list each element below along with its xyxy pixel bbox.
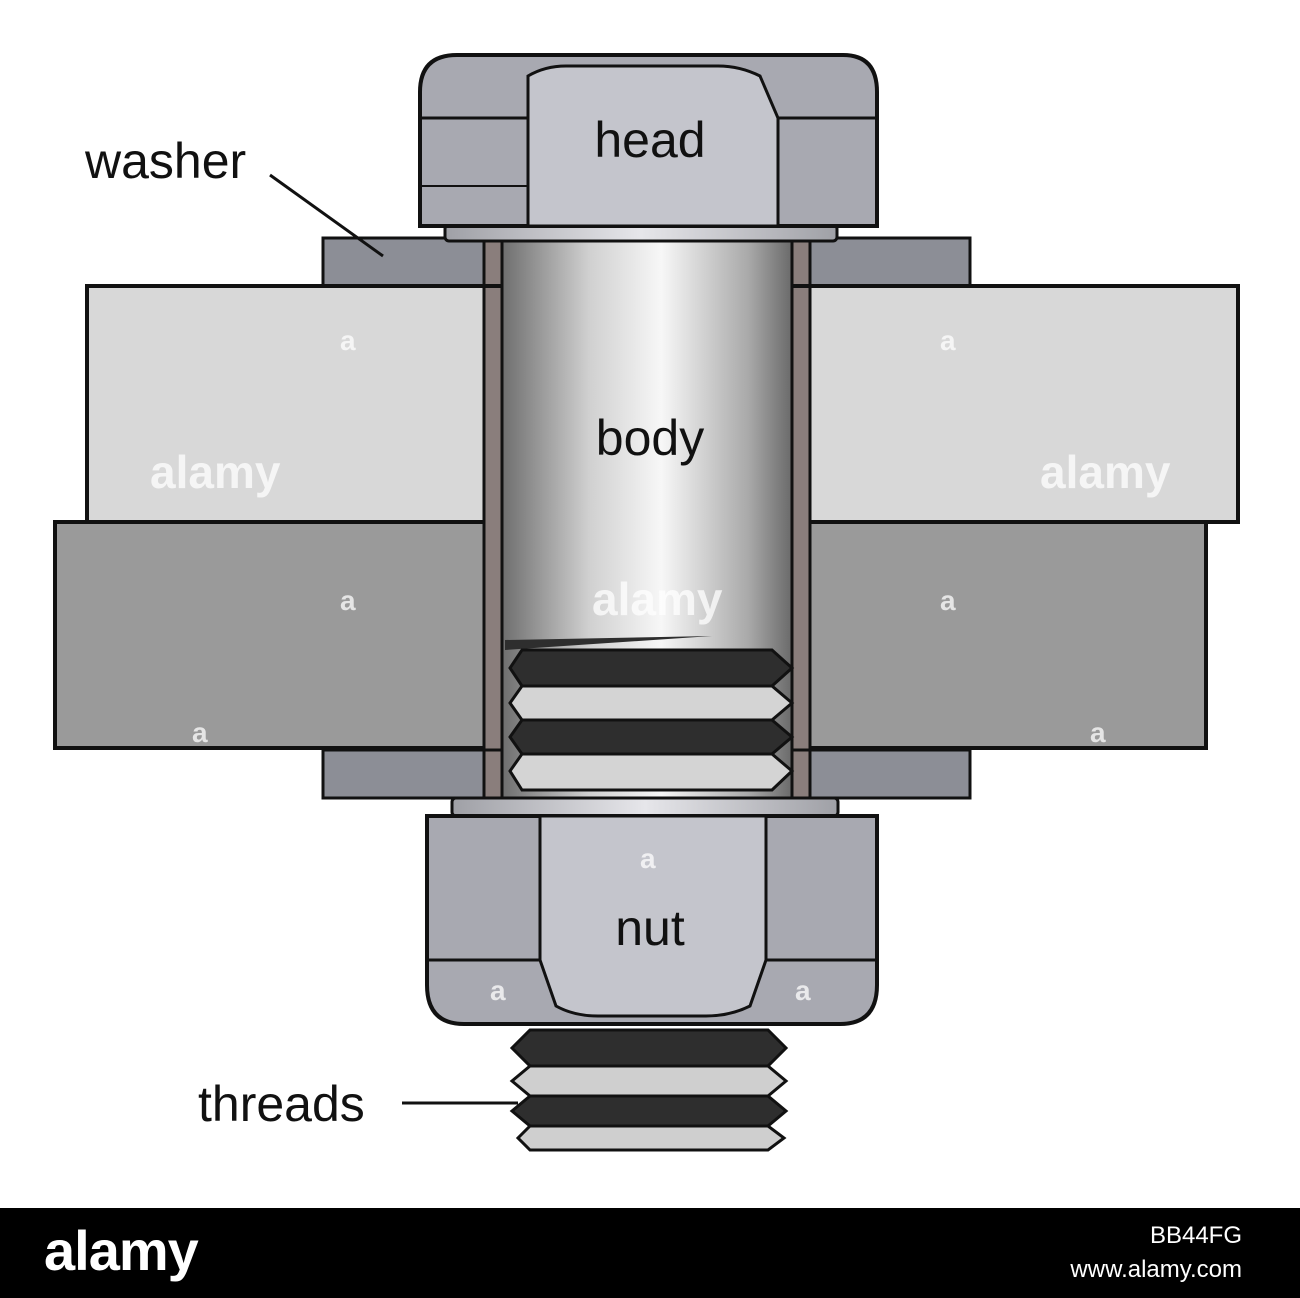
bolt-head — [418, 53, 879, 228]
watermark-mark: a — [490, 975, 506, 1006]
watermark-brand-center: alamy — [592, 573, 723, 625]
watermark-mark: a — [192, 717, 208, 748]
footer-logo: alamy — [44, 1219, 199, 1282]
label-head: head — [594, 112, 705, 168]
washer-leader-line — [269, 173, 384, 258]
stock-footer-bar: alamy BB44FG www.alamy.com — [0, 1208, 1300, 1298]
watermark-mark: a — [940, 585, 956, 616]
label-nut: nut — [615, 900, 685, 956]
bolt-threads-inner — [508, 648, 795, 792]
label-body: body — [596, 410, 704, 466]
watermark-brand-right: alamy — [1040, 446, 1171, 498]
bolt-threads-outer — [509, 1028, 789, 1152]
watermark-mark: a — [340, 325, 356, 356]
label-threads: threads — [198, 1076, 365, 1132]
watermark-mark: a — [1090, 717, 1106, 748]
footer-image-id: BB44FG — [1149, 1222, 1242, 1249]
watermark-mark: a — [640, 843, 656, 874]
watermark-mark: a — [340, 585, 356, 616]
label-washer: washer — [84, 133, 246, 189]
footer-url: www.alamy.com — [1070, 1256, 1242, 1283]
nut-bearing-ring — [450, 796, 840, 818]
watermark-brand-left: alamy — [150, 446, 281, 498]
watermark-mark: a — [795, 975, 811, 1006]
nut — [425, 814, 879, 1026]
watermark-mark: a — [940, 325, 956, 356]
watermark: alamy alamy alamy a a a a a a a a a — [150, 325, 1171, 1006]
